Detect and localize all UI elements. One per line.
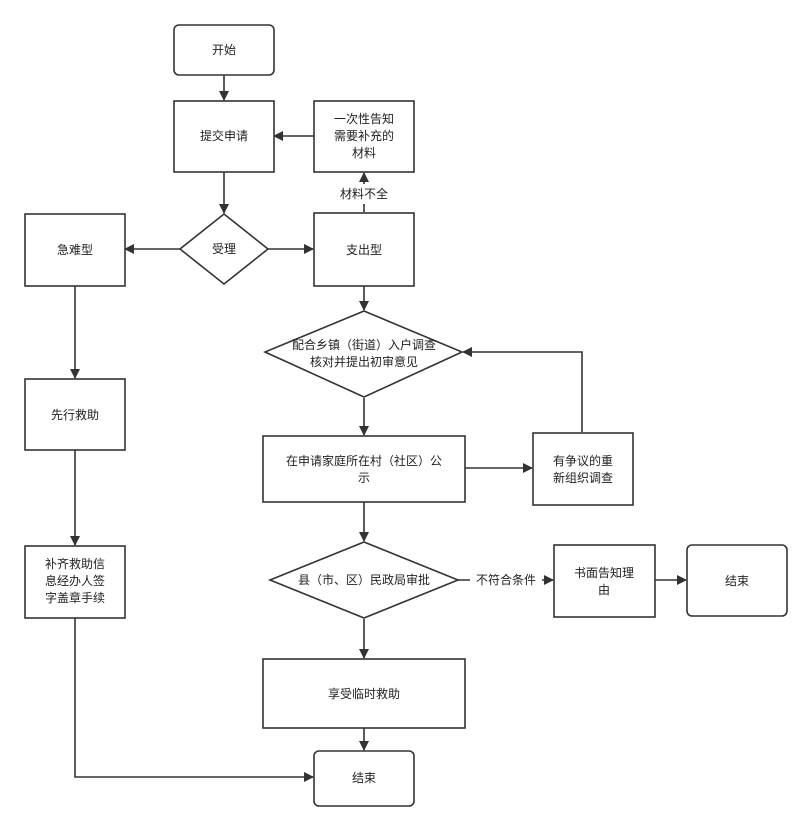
node-end-right: 结束 — [686, 544, 788, 617]
node-supplement-line3: 字盖章手续 — [45, 590, 105, 605]
node-end-bottom-label: 结束 — [352, 771, 376, 785]
node-end-right-label: 结束 — [725, 574, 749, 588]
node-expend: 支出型 — [313, 212, 415, 287]
node-notify-line1: 一次性告知 — [334, 112, 394, 126]
node-first-aid-label: 先行救助 — [51, 407, 99, 422]
node-publicize-shape — [262, 435, 466, 503]
edge-label-incomplete: 材料不全 — [340, 186, 388, 201]
node-start-shape — [173, 24, 275, 76]
node-first-aid: 先行救助 — [24, 378, 126, 451]
node-survey-shape — [262, 310, 464, 398]
node-accept: 受理 — [178, 212, 270, 286]
node-expend-shape — [313, 212, 415, 287]
node-start-label: 开始 — [212, 43, 236, 57]
node-notify-line3: 材料 — [352, 146, 376, 160]
node-accept-shape — [178, 212, 270, 286]
node-enjoy-shape — [262, 658, 466, 729]
node-start: 开始 — [173, 24, 275, 76]
node-dispute-line2: 新组织调查 — [553, 470, 613, 485]
node-dispute-shape — [532, 432, 634, 506]
node-publicize-line1: 在申请家庭所在村（社区）公 — [286, 453, 442, 468]
node-written-line2: 由 — [598, 583, 610, 597]
node-submit-label: 提交申请 — [200, 128, 248, 143]
node-enjoy-label: 享受临时救助 — [328, 686, 400, 701]
node-publicize: 在申请家庭所在村（社区）公 示 — [262, 435, 466, 503]
node-dispute-line1: 有争议的重 — [553, 453, 613, 468]
node-submit-shape — [173, 100, 275, 173]
node-urgent-label: 急难型 — [57, 242, 93, 257]
node-expend-label: 支出型 — [346, 243, 382, 257]
node-written-line1: 书面告知理 — [574, 566, 634, 580]
node-end-right-shape — [686, 544, 788, 617]
node-county-shape — [267, 541, 461, 619]
incomplete-label-bg — [330, 184, 398, 204]
node-written: 书面告知理 由 — [553, 544, 656, 618]
node-enjoy: 享受临时救助 — [262, 658, 466, 729]
node-supplement-line1: 补齐救助信 — [45, 556, 105, 571]
node-supplement-shape — [24, 545, 126, 619]
node-submit: 提交申请 — [173, 100, 275, 173]
node-publicize-line2: 示 — [358, 471, 370, 485]
node-end-bottom: 结束 — [313, 750, 415, 807]
node-accept-label: 受理 — [212, 242, 236, 256]
node-supplement: 补齐救助信 息经办人签 字盖章手续 — [24, 545, 126, 619]
node-survey-line1: 配合乡镇（街道）入户调查 — [292, 337, 436, 352]
edge-label-not-qualified: 不符合条件 — [476, 572, 536, 587]
node-county-label: 县（市、区）民政局审批 — [298, 572, 430, 587]
edges — [70, 75, 687, 782]
node-end-bottom-shape — [313, 750, 415, 807]
node-first-aid-shape — [24, 378, 126, 451]
node-survey-line2: 核对并提出初审意见 — [310, 354, 418, 369]
edge-dispute-survey — [462, 347, 583, 432]
not-qualified-label-bg — [470, 571, 542, 589]
node-notify-shape — [313, 100, 415, 173]
node-county: 县（市、区）民政局审批 — [267, 541, 461, 619]
node-supplement-line2: 息经办人签 — [45, 573, 105, 588]
node-written-shape — [553, 544, 656, 618]
edge-labels: 材料不全 不符合条件 — [330, 184, 542, 589]
node-notify-line2: 需要补充的 — [334, 128, 394, 143]
node-notify: 一次性告知 需要补充的 材料 — [313, 100, 415, 173]
node-dispute: 有争议的重 新组织调查 — [532, 432, 634, 506]
node-survey: 配合乡镇（街道）入户调查 核对并提出初审意见 — [262, 310, 464, 398]
node-urgent: 急难型 — [24, 213, 126, 287]
node-urgent-shape — [24, 213, 126, 287]
edge-supplement-end — [74, 618, 314, 782]
